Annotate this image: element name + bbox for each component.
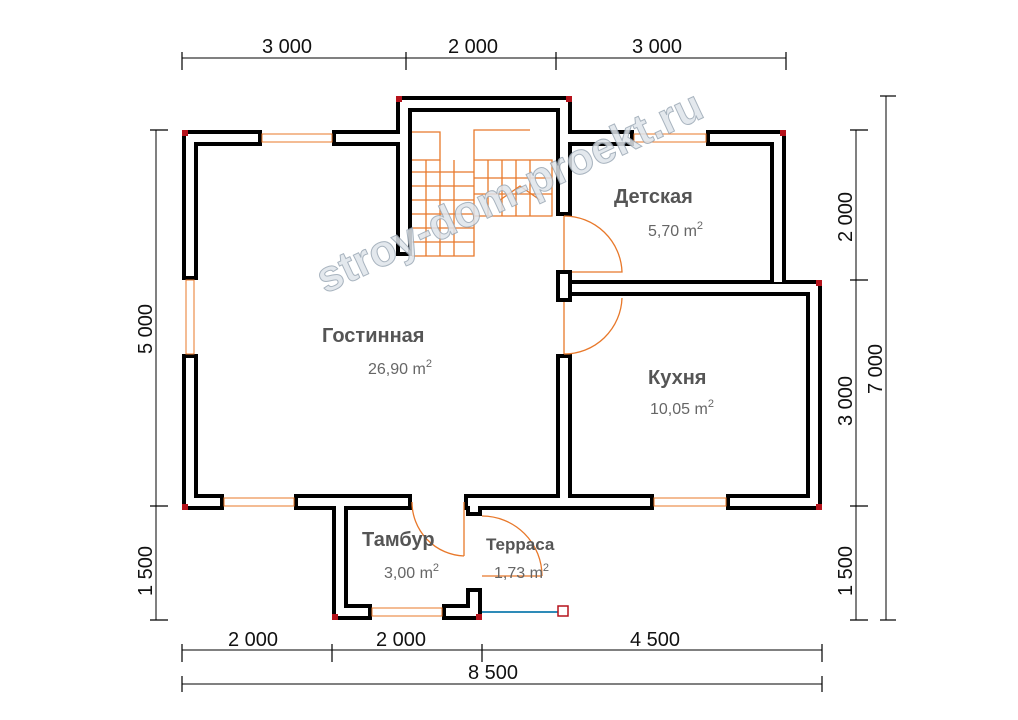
corner-markers <box>182 96 822 620</box>
room-area-kids: 5,70 m2 <box>648 220 703 240</box>
dim-total-height: 7 000 <box>865 344 887 394</box>
dimension-bottom: 2 000 2 000 4 500 8 500 <box>181 629 823 692</box>
room-name-kitchen: Кухня <box>648 367 706 389</box>
room-area-tambur: 3,00 m2 <box>384 562 439 582</box>
window-left <box>185 279 195 355</box>
staircase <box>412 129 553 257</box>
dim-bottom-2: 2 000 <box>376 629 426 651</box>
dim-top-3: 3 000 <box>632 36 682 58</box>
room-area-terrace: 1,73 m2 <box>494 562 549 582</box>
window-bottom-right <box>653 497 727 507</box>
dimension-top: 3 000 2 000 3 000 <box>181 36 787 70</box>
dim-top-1: 3 000 <box>262 36 312 58</box>
dim-bottom-3: 4 500 <box>630 629 680 651</box>
room-labels: Детская 5,70 m2 Гостинная 26,90 m2 Кухня… <box>322 186 714 582</box>
room-name-tambur: Тамбур <box>362 529 435 551</box>
dim-bottom-1: 2 000 <box>228 629 278 651</box>
doors <box>411 215 623 577</box>
room-area-kitchen: 10,05 m2 <box>650 398 714 418</box>
dimension-right: 2 000 3 000 1 500 7 000 <box>835 95 896 621</box>
window-top-left <box>261 133 333 143</box>
dim-total-width: 8 500 <box>468 662 518 684</box>
dim-top-2: 2 000 <box>448 36 498 58</box>
window-top-right <box>633 133 707 143</box>
dim-right-2: 3 000 <box>835 376 857 426</box>
dim-left-1: 5 000 <box>135 304 157 354</box>
room-name-kids: Детская <box>614 186 693 208</box>
window-tambur <box>371 607 443 617</box>
walls <box>182 96 822 620</box>
room-name-living: Гостинная <box>322 325 424 347</box>
dim-right-1: 2 000 <box>835 192 857 242</box>
window-bottom-left <box>223 497 295 507</box>
room-area-living: 26,90 m2 <box>368 358 432 378</box>
terrace-post <box>557 605 569 617</box>
dimension-left: 5 000 1 500 <box>135 129 168 621</box>
dim-left-2: 1 500 <box>135 546 157 596</box>
room-name-terrace: Терраса <box>486 535 555 554</box>
dim-right-3: 1 500 <box>835 546 857 596</box>
windows <box>185 133 727 617</box>
